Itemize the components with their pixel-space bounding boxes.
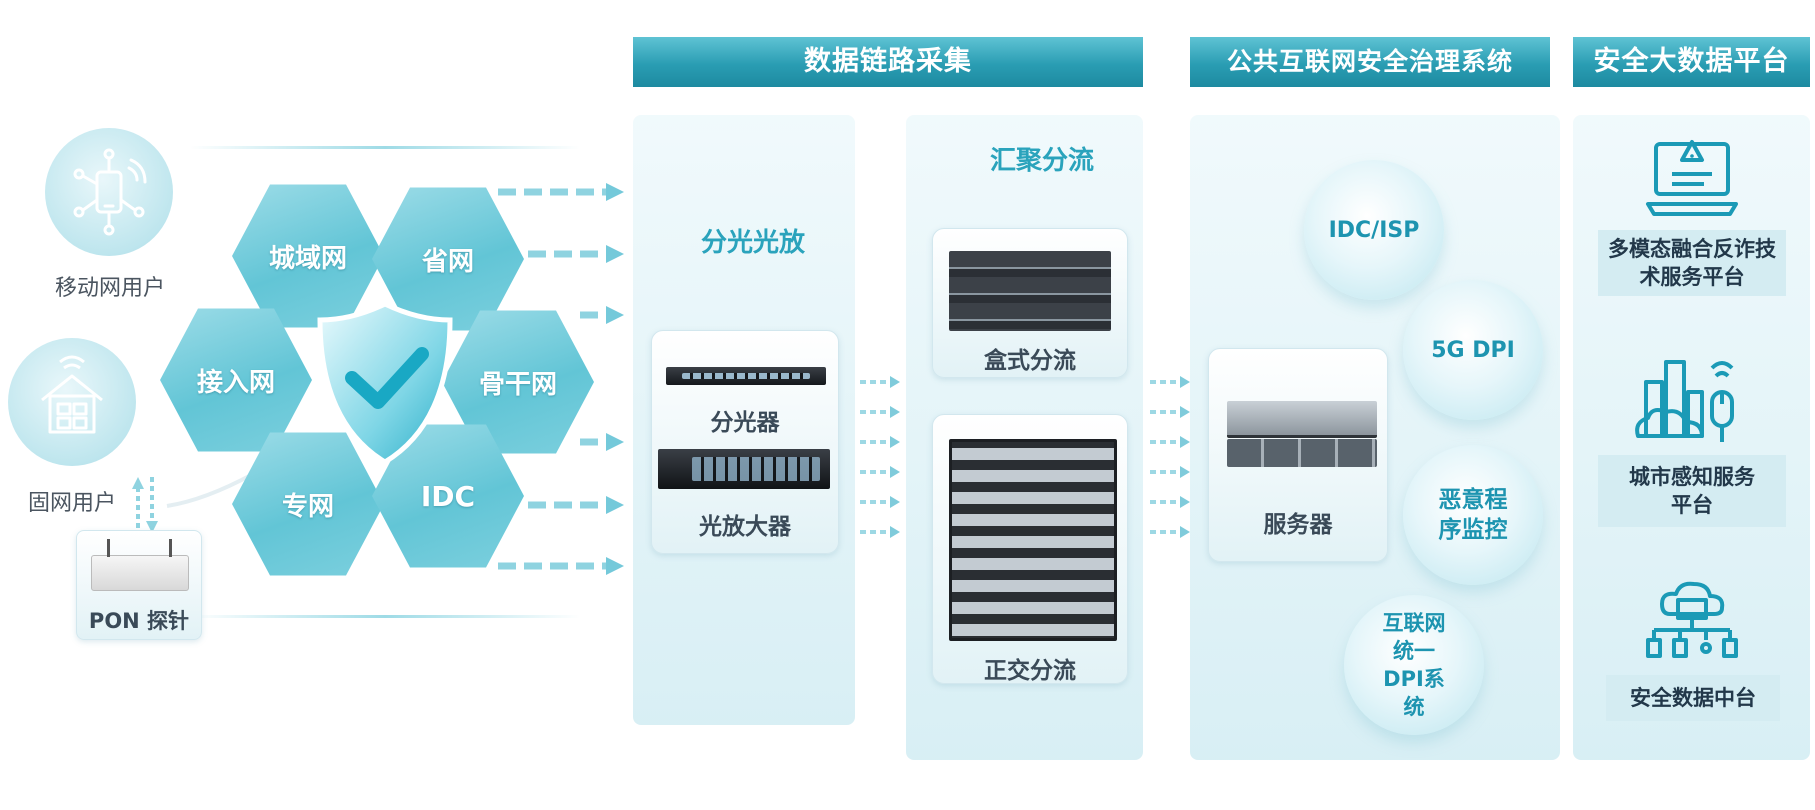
fixed-user-circle (8, 338, 136, 466)
server-device-top (1227, 401, 1377, 438)
flow-arrows-right (1150, 376, 1190, 538)
server-label: 服务器 (1263, 512, 1333, 538)
pon-antenna (169, 539, 172, 557)
platform-antifraud: 多模态融合反诈技术服务平台 (1598, 230, 1786, 296)
shield-check-icon (317, 301, 453, 465)
optical-title: 分光光放 (700, 228, 805, 258)
mobile-network-icon (73, 148, 147, 236)
bubble-5g-dpi: 5G DPI (1403, 280, 1543, 420)
box-shunt-label: 盒式分流 (984, 348, 1076, 374)
orthogonal-shunt-device (949, 439, 1117, 641)
fixed-user-label: 固网用户 (28, 491, 117, 516)
cloud-data-icon (1646, 581, 1738, 658)
header-data-collection: 数据链路采集 (633, 37, 1143, 87)
city-sensor-icon (1635, 360, 1734, 442)
amplifier-ports (692, 457, 820, 481)
aggregation-title: 汇聚分流 (989, 146, 1094, 176)
top-glow-line (190, 146, 580, 149)
mobile-user-circle (45, 128, 173, 256)
pon-probe-label: PON 探针 (88, 609, 190, 633)
hex-metro-network: 城域网 (232, 184, 384, 328)
amplifier-label: 光放大器 (699, 514, 791, 540)
platform-city-sensing: 城市感知服务平台 (1598, 455, 1786, 527)
mobile-user-label: 移动网用户 (55, 276, 166, 301)
bottom-glow-line (190, 615, 580, 618)
flow-arrows-left (498, 183, 624, 575)
box-shunt-device (949, 251, 1111, 331)
server-card: 服务器 (1208, 348, 1388, 562)
bubble-unified-dpi: 互联网统一DPI系统 (1344, 595, 1484, 735)
header-governance-system: 公共互联网安全治理系统 (1190, 37, 1550, 87)
box-shunt-card: 盒式分流 (932, 228, 1128, 378)
laptop-warning-icon (1646, 140, 1738, 216)
flow-arrows-mid (860, 376, 900, 538)
pon-link-curve (166, 472, 254, 508)
platform-data-center: 安全数据中台 (1606, 675, 1780, 721)
bubble-malware-monitor: 恶意程序监控 (1403, 445, 1543, 585)
pon-probe-device (91, 555, 189, 591)
updown-arrows (130, 475, 160, 535)
pon-antenna (107, 539, 110, 557)
pon-probe-card: PON 探针 (76, 530, 202, 640)
hex-private-network: 专网 (232, 432, 384, 576)
orthogonal-shunt-card: 正交分流 (932, 414, 1128, 684)
splitter-label: 分光器 (710, 410, 780, 436)
header-bigdata-platform: 安全大数据平台 (1573, 37, 1810, 87)
splitter-ports (682, 373, 810, 379)
hex-province-network: 省网 (372, 187, 524, 331)
bubble-idc-isp: IDC/ISP (1304, 160, 1444, 300)
optical-device-card: 分光器 光放大器 (651, 330, 839, 554)
orthogonal-shunt-label: 正交分流 (984, 658, 1076, 684)
home-network-icon (41, 355, 103, 434)
server-device-bottom (1227, 439, 1377, 467)
